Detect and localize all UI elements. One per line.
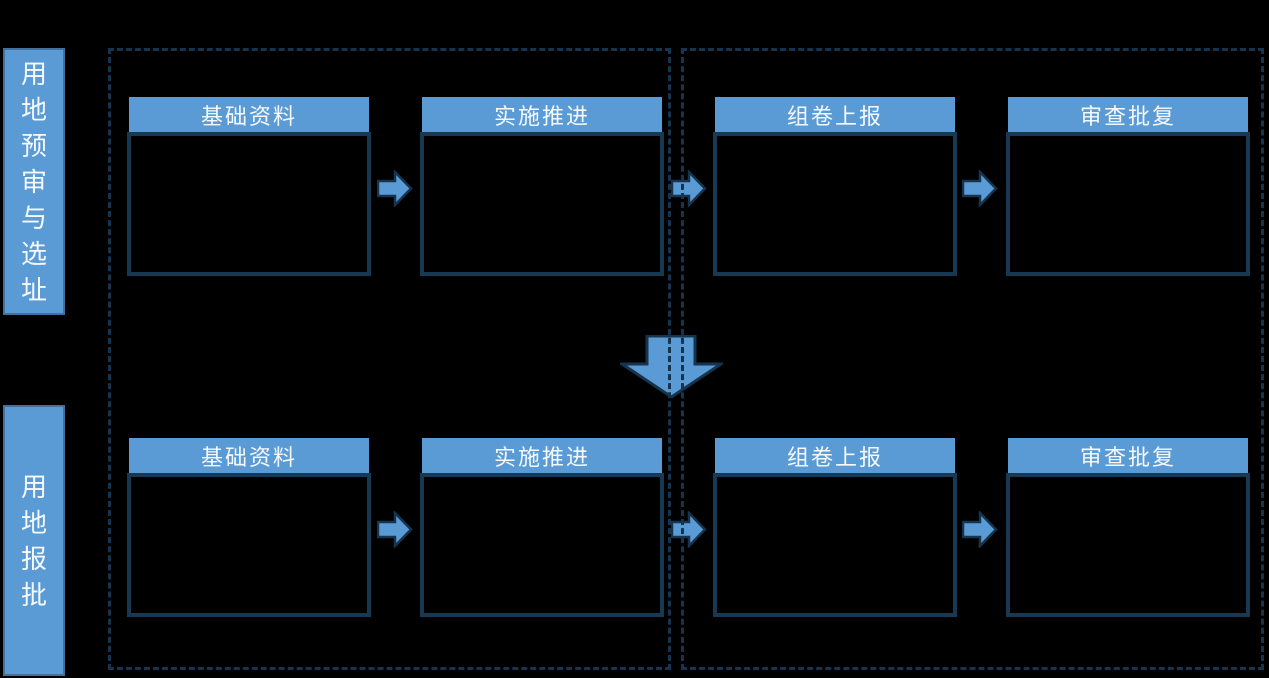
flow-arrow-right-icon <box>377 511 413 548</box>
section-label-pre-approval-text: 用地预审与选址 <box>20 58 47 305</box>
stage-box-r2-basic-materials: 基础资料 <box>127 438 371 617</box>
stage-box-r2-file-submission: 组卷上报 <box>713 438 957 617</box>
stage-box-r2-review-approval: 审查批复 <box>1006 438 1250 617</box>
stage-body <box>127 132 371 276</box>
stage-box-r2-implementation: 实施推进 <box>420 438 664 617</box>
flow-arrow-down-icon <box>620 335 723 398</box>
stage-box-r1-basic-materials: 基础资料 <box>127 97 371 276</box>
stage-body <box>127 473 371 617</box>
section-label-approval: 用地报批 <box>3 405 65 676</box>
stage-body <box>420 473 664 617</box>
section-label-pre-approval: 用地预审与选址 <box>3 48 65 315</box>
stage-box-r1-implementation: 实施推进 <box>420 97 664 276</box>
flow-arrow-right-icon <box>671 511 707 548</box>
stage-header: 审查批复 <box>1008 97 1248 132</box>
flow-arrow-right-icon <box>962 170 998 207</box>
stage-body <box>713 473 957 617</box>
stage-header: 审查批复 <box>1008 438 1248 473</box>
flow-arrow-right-icon <box>962 511 998 548</box>
stage-box-r1-review-approval: 审查批复 <box>1006 97 1250 276</box>
section-label-approval-text: 用地报批 <box>20 471 47 610</box>
stage-header: 基础资料 <box>129 438 369 473</box>
stage-box-r1-file-submission: 组卷上报 <box>713 97 957 276</box>
stage-body <box>1006 132 1250 276</box>
stage-header: 组卷上报 <box>715 97 955 132</box>
stage-header: 组卷上报 <box>715 438 955 473</box>
stage-header: 实施推进 <box>422 97 662 132</box>
stage-body <box>420 132 664 276</box>
flow-arrow-right-icon <box>671 170 707 207</box>
stage-header: 实施推进 <box>422 438 662 473</box>
stage-body <box>1006 473 1250 617</box>
flow-arrow-right-icon <box>377 170 413 207</box>
stage-header: 基础资料 <box>129 97 369 132</box>
stage-body <box>713 132 957 276</box>
